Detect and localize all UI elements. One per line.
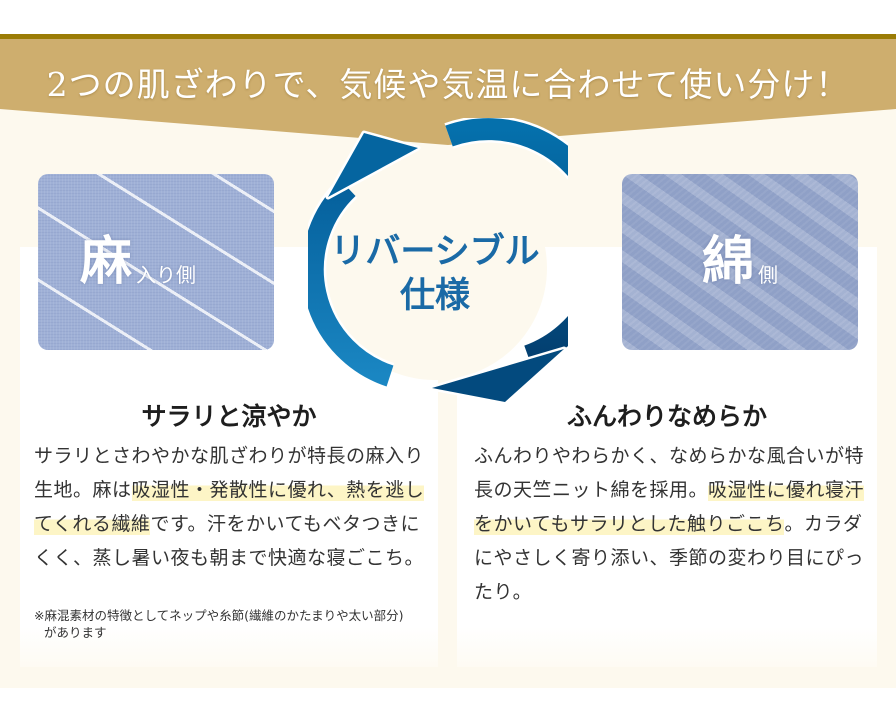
- linen-swatch-label: 麻 入り側: [38, 174, 274, 350]
- cotton-fabric-swatch: 綿 側: [622, 174, 858, 350]
- banner-wedge-shape: [0, 39, 896, 145]
- cotton-description: ふんわりやわらかく、なめらかな風合いが特長の天竺ニット綿を採用。吸湿性に優れ寝汗…: [474, 439, 870, 609]
- banner-title: 2つの肌ざわりで、気候や気温に合わせて使い分け！: [46, 65, 850, 104]
- footnote-line2: があります: [44, 625, 107, 640]
- header-banner: 2つの肌ざわりで、気候や気温に合わせて使い分け！: [0, 39, 896, 147]
- linen-text-part: サラリとさわやかな肌ざわりが特長の麻入り生地。麻は: [34, 445, 425, 501]
- banner-top-line: [0, 34, 896, 39]
- panel-fade: [20, 627, 438, 667]
- reversible-label-line1: リバーシブル: [330, 232, 540, 272]
- reversible-label: リバーシブル 仕様: [308, 230, 562, 318]
- cotton-swatch-kanji: 綿: [701, 232, 754, 292]
- linen-swatch-suffix: 入り側: [136, 262, 197, 287]
- reversible-label-line2: 仕様: [399, 276, 470, 316]
- cycle-arrows-icon: [299, 115, 619, 405]
- linen-swatch-kanji: 麻: [80, 232, 133, 292]
- linen-fabric-swatch: 麻 入り側: [38, 174, 274, 350]
- panel-fade: [457, 627, 877, 667]
- cotton-text-part: 。カラダにやさしく寄り添い、季節の変わり目にぴったり。: [474, 513, 865, 603]
- cotton-heading: ふんわりなめらか: [566, 402, 767, 431]
- reversible-cycle-graphic: リバーシブル 仕様: [299, 115, 619, 418]
- cotton-swatch-suffix: 側: [758, 262, 778, 287]
- cotton-swatch-label: 綿 側: [622, 174, 858, 350]
- cotton-text-part: ふんわりやわらかく、なめらかな風合いが特長の天竺ニット綿を採用。: [474, 445, 865, 501]
- footnote-line1: ※麻混素材の特徴としてネップや糸節(繊維のかたまりや太い部分): [34, 608, 404, 623]
- linen-footnote: ※麻混素材の特徴としてネップや糸節(繊維のかたまりや太い部分) があります: [34, 607, 434, 641]
- linen-text-part: です。汗をかいてもベタつきにくく、蒸し暑い夜も朝まで快適な寝ごこち。: [34, 513, 425, 569]
- linen-heading: サラリと涼やか: [141, 402, 317, 431]
- linen-description: サラリとさわやかな肌ざわりが特長の麻入り生地。麻は吸湿性・発散性に優れ、熱を逃し…: [34, 439, 428, 575]
